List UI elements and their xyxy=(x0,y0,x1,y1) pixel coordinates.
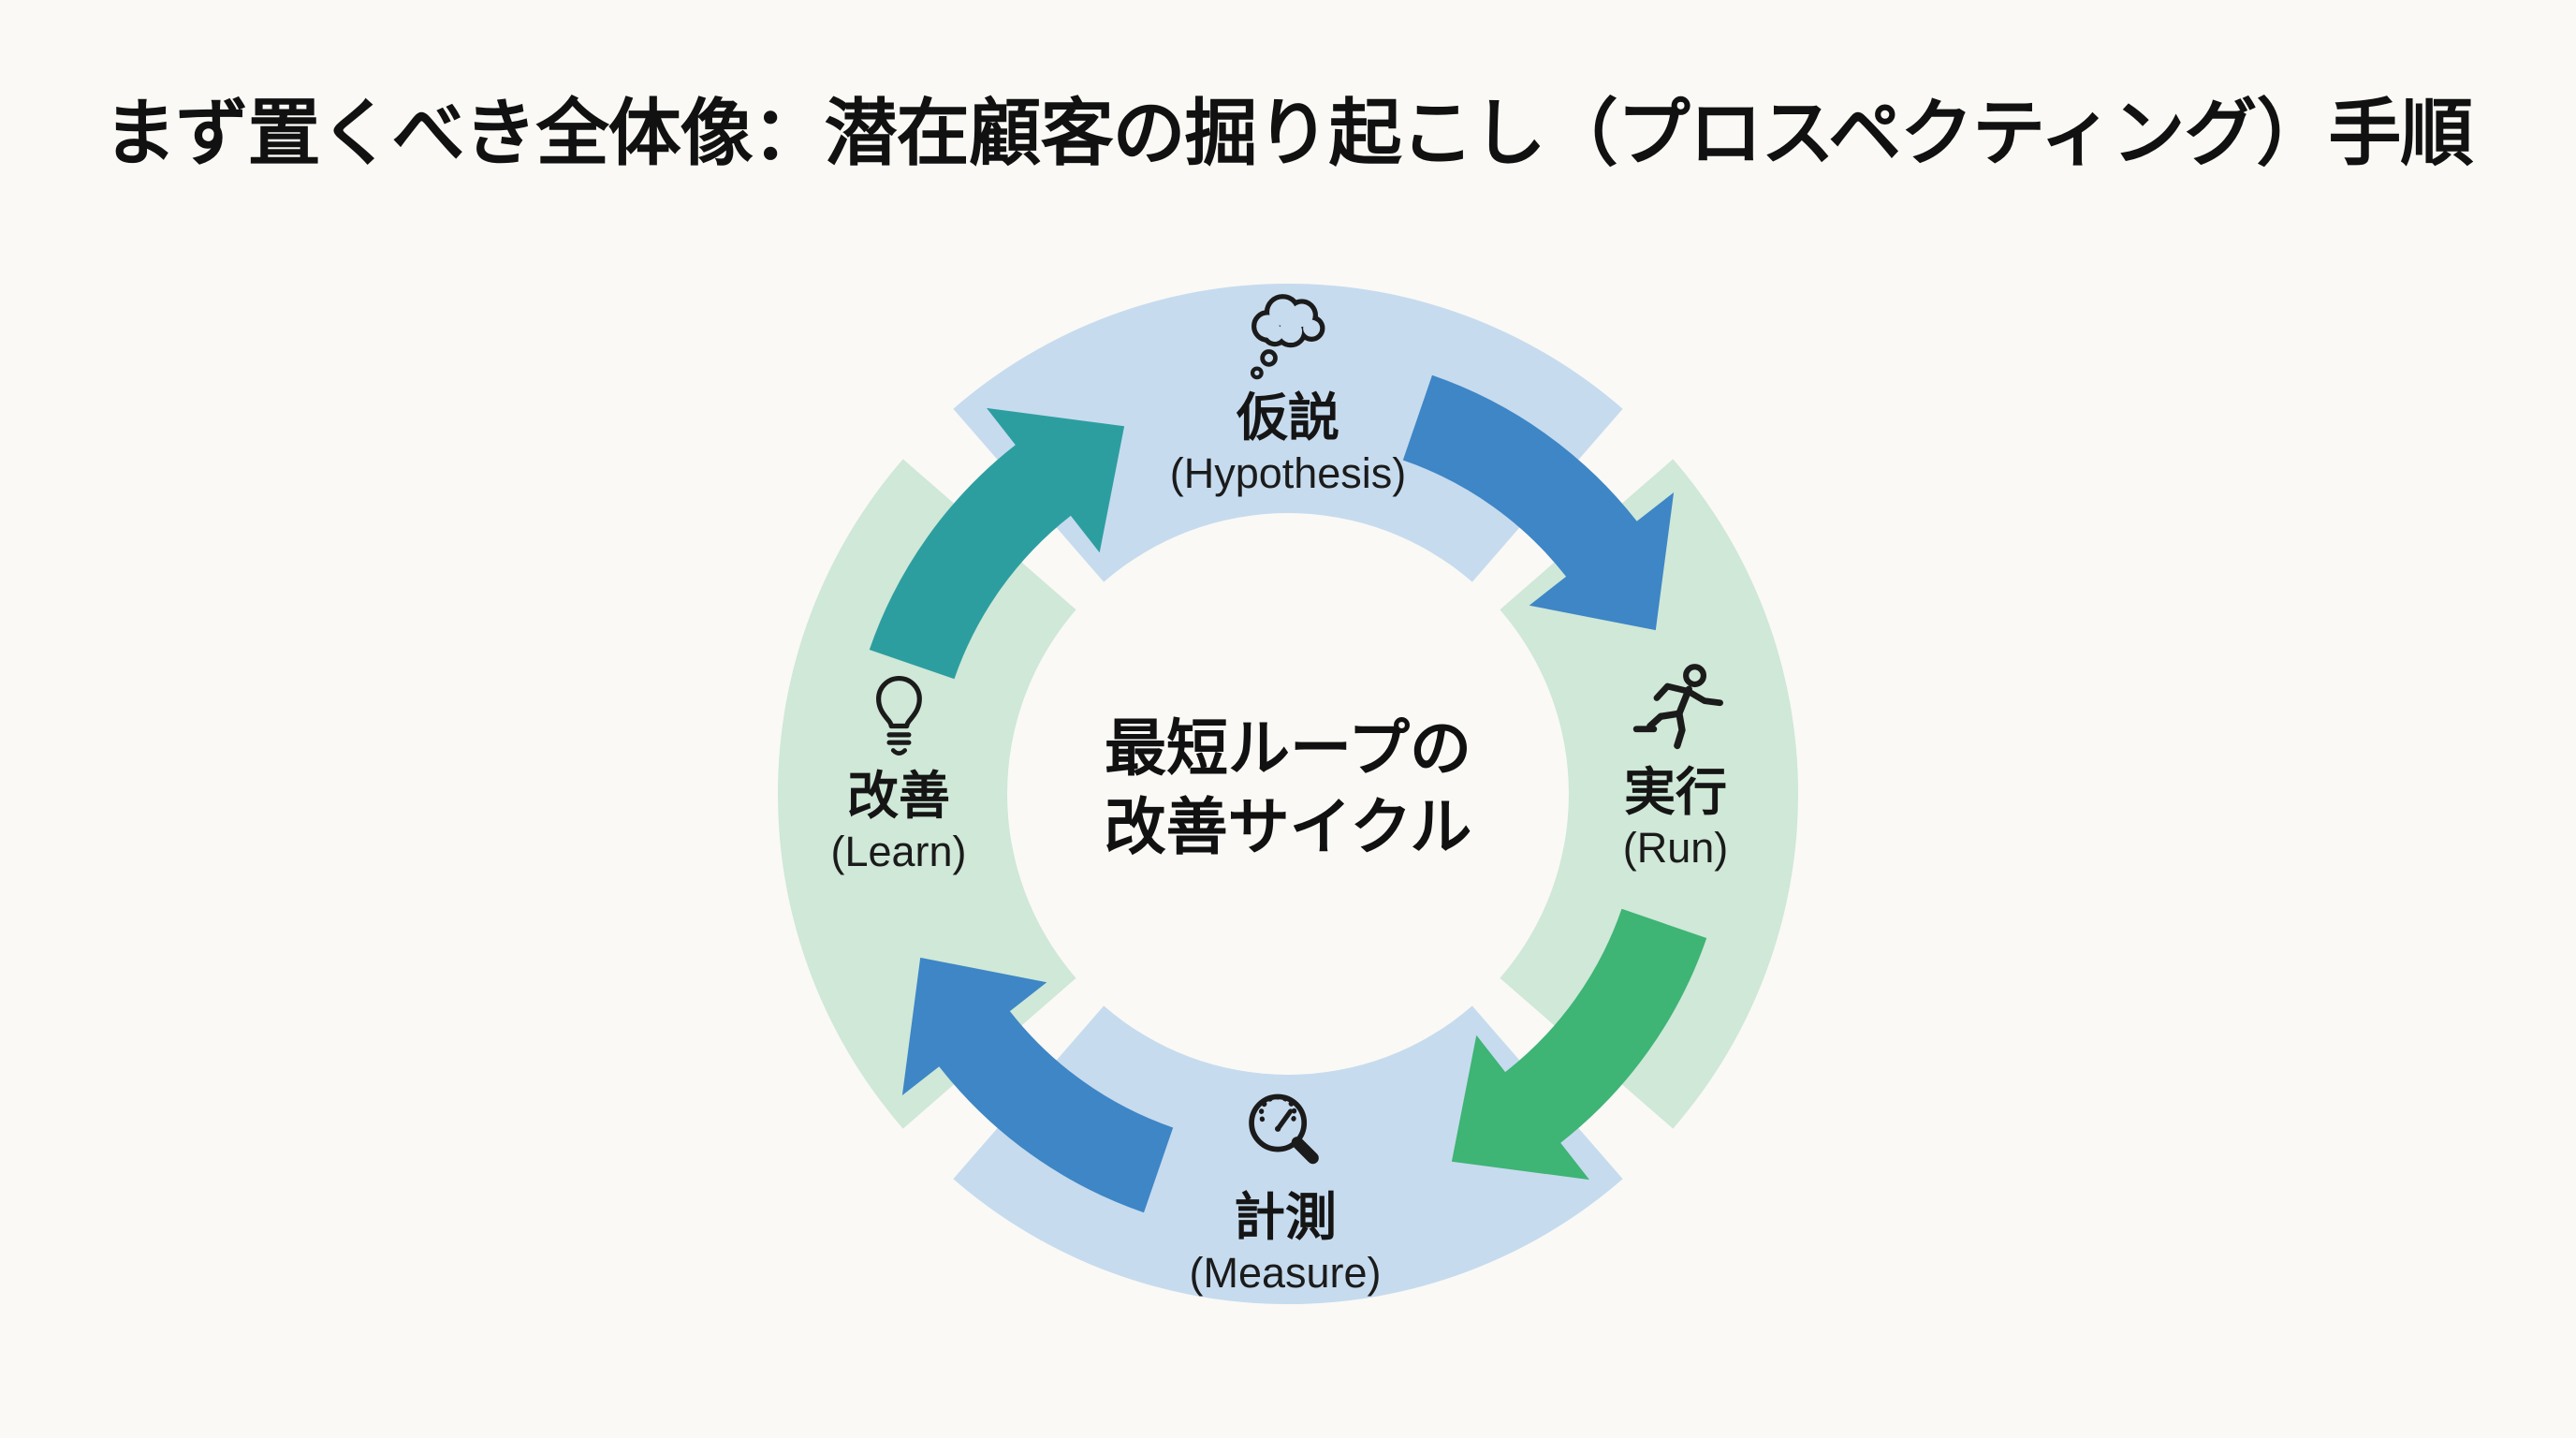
stage-run-sublabel: (Run) xyxy=(1622,824,1729,872)
stage-learn-label: 改善 xyxy=(846,767,951,825)
stage-hypothesis-sublabel: (Hypothesis) xyxy=(1169,449,1407,497)
stage-hypothesis-label: 仮説 xyxy=(1236,389,1340,447)
segment-learn xyxy=(777,459,1076,1129)
segment-measure xyxy=(953,1005,1623,1305)
arrow-run-to-measure xyxy=(1451,908,1707,1181)
stage-run-label: 実行 xyxy=(1623,763,1727,821)
segment-run xyxy=(1500,459,1799,1129)
arrow-learn-to-hypothesis xyxy=(869,407,1125,680)
cycle-ring-graphic xyxy=(777,283,1799,1305)
stage-run: 実行 (Run) xyxy=(1622,661,1729,874)
stage-measure: 計測 (Measure) xyxy=(1189,1086,1382,1299)
stage-hypothesis: 仮説 (Hypothesis) xyxy=(1169,285,1407,500)
lightbulb-icon xyxy=(875,675,922,756)
arrow-hypothesis-to-run xyxy=(1402,374,1675,631)
stage-learn: 改善 (Learn) xyxy=(830,665,967,878)
cycle-center-line1: 最短ループの xyxy=(1104,713,1472,783)
runner-icon xyxy=(1633,664,1724,750)
stage-measure-label: 計測 xyxy=(1233,1188,1337,1246)
stage-measure-sublabel: (Measure) xyxy=(1189,1249,1382,1297)
diagram-title: まず置くべき全体像：潜在顧客の掘り起こし（プロスペクティング）手順 xyxy=(103,92,2474,174)
segment-hypothesis xyxy=(953,283,1623,582)
gauge-magnifier-icon xyxy=(1248,1093,1319,1165)
thought-bubble-icon xyxy=(1251,294,1325,380)
arrow-measure-to-learn xyxy=(901,957,1174,1213)
cycle-center-line2: 改善サイクル xyxy=(1104,792,1472,861)
improvement-cycle-diagram: 仮説 (Hypothesis) 実行 (Run) xyxy=(745,251,1831,1337)
stage-learn-sublabel: (Learn) xyxy=(830,828,967,875)
cycle-center-caption: 最短ループの 改善サイクル xyxy=(998,709,1578,866)
